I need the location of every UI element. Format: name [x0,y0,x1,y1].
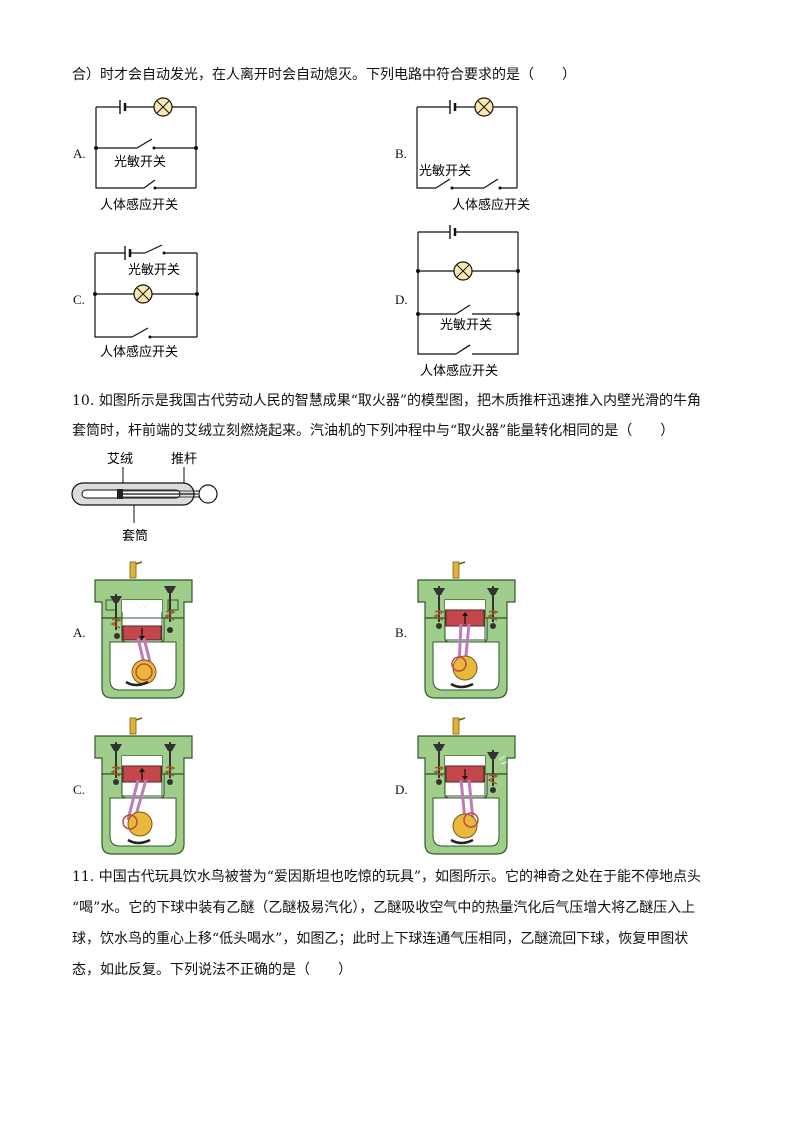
label-photosensitive-switch: 光敏开关 [128,263,180,278]
q11-stem-line-2: “喝”水。它的下球中装有乙醚（乙醚极易汽化），乙醚吸收空气中的热量汽化后气压增大… [72,900,696,916]
label-body-sensor-switch: 人体感应开关 [100,197,178,213]
q11-stem-line-3: 球，饮水鸟的重心上移“低头喝水”，如图乙；此时上下球连通气压相同，乙醚流回下球，… [72,931,689,947]
q9-stem-line: 合）时才会自动发光，在人离开时会自动熄灭。下列电路中符合要求的是（ ） [72,67,576,83]
engine-option-c [94,717,193,855]
q10-option-d-letter[interactable]: D. [395,782,408,797]
q9-circuit-a: 光敏开关 人体感应开关 [94,97,198,213]
lamp-icon [133,284,153,304]
label-moxa: 艾绒 [107,452,133,467]
q10-option-b-letter[interactable]: B. [395,625,407,640]
q9-option-d-letter[interactable]: D. [395,292,408,307]
q9-circuit-b: 光敏开关 人体感应开关 [416,97,530,213]
q11-stem-line-1: 11. 中国古代玩具饮水鸟被誉为“爱因斯坦也吃惊的玩具”，如图所示。它的神奇之处… [72,869,702,885]
label-push-rod: 推杆 [171,452,197,467]
q9-circuit-d: 光敏开关 人体感应开关 [416,225,520,379]
moxa-wad [117,489,123,499]
q10-option-a-letter[interactable]: A. [73,625,86,640]
label-photosensitive-switch: 光敏开关 [114,155,166,170]
fire-starter-figure: 艾绒 推杆 套筒 [71,452,218,544]
engine-option-a [94,561,193,699]
label-sleeve: 套筒 [122,528,148,544]
q9-option-a-letter[interactable]: A. [73,146,86,161]
engine-option-b [417,561,516,699]
q11-stem-line-4: 态，如此反复。下列说法不正确的是（ ） [72,962,352,978]
q10-option-c-letter[interactable]: C. [73,782,85,797]
lamp-icon [153,97,173,117]
q10-stem-line-2: 套筒时，杆前端的艾绒立刻燃烧起来。汽油机的下列冲程中与“取火器”能量转化相同的是… [72,423,675,439]
q9-option-b-letter[interactable]: B. [395,146,407,161]
lamp-icon [453,261,473,281]
lamp-icon [474,97,494,117]
q9-circuit-c: 光敏开关 人体感应开关 [93,244,199,360]
engine-option-d [417,717,516,855]
rod-handle-knob [198,484,218,504]
label-body-sensor-switch: 人体感应开关 [420,363,498,379]
label-body-sensor-switch: 人体感应开关 [100,344,178,360]
q10-stem-line-1: 10. 如图所示是我国古代劳动人民的智慧成果“取火器”的模型图，把木质推杆迅速推… [72,393,702,409]
label-body-sensor-switch: 人体感应开关 [452,197,530,213]
q9-option-c-letter[interactable]: C. [73,292,85,307]
label-photosensitive-switch: 光敏开关 [440,318,492,333]
label-photosensitive-switch: 光敏开关 [419,164,471,179]
